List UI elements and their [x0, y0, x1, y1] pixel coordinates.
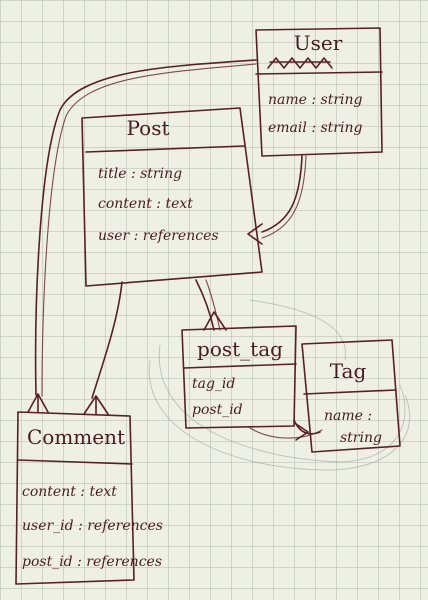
relation-user-comment-2 — [41, 63, 257, 397]
post-tag-attr-post-id: post_id — [192, 402, 243, 418]
comment-attr-user-id: user_id : references — [22, 518, 163, 534]
user-attr-email: email : string — [268, 120, 362, 136]
relation-user-comment — [34, 59, 257, 396]
post-tag-box — [181, 325, 297, 429]
tag-attr-name: name : — [324, 408, 372, 424]
tag-header-divider — [303, 389, 397, 395]
comment-box — [15, 411, 135, 585]
faint-loop-1 — [148, 359, 411, 471]
user-header-divider — [255, 71, 383, 75]
relation-post-posttag — [195, 279, 215, 331]
post-tag-header-divider — [183, 363, 297, 369]
comment-attr-post-id: post_id : references — [22, 554, 162, 570]
crowfoot-posttag-tag — [295, 423, 309, 441]
crowfoot-posttag-post — [203, 311, 227, 331]
crowfoot-comment-user — [27, 393, 49, 413]
user-title: User — [294, 31, 343, 55]
comment-header-divider — [17, 459, 133, 465]
post-header-divider — [85, 145, 245, 153]
post-tag-title: post_tag — [197, 337, 283, 361]
post-attr-title: title : string — [98, 166, 182, 182]
post-box — [81, 107, 263, 287]
comment-attr-content: content : text — [22, 484, 117, 500]
post-attr-user: user : references — [98, 228, 219, 244]
post-tag-attr-tag-id: tag_id — [192, 376, 235, 392]
relation-post-comment — [91, 281, 123, 399]
crowfoot-post-user — [247, 223, 263, 245]
comment-entity: Comment content : text user_id : referen… — [15, 411, 163, 585]
tag-box — [301, 339, 401, 453]
relation-user-post-2 — [261, 155, 307, 239]
user-scribble — [267, 57, 333, 69]
faint-loop-2 — [158, 344, 406, 463]
post-title: Post — [127, 116, 170, 140]
post-attr-content: content : text — [98, 196, 193, 212]
tag-attr-type: string — [340, 430, 382, 446]
relation-posttag-tag-2 — [249, 427, 323, 439]
comment-title: Comment — [27, 425, 125, 449]
user-attr-name: name : string — [268, 92, 363, 108]
relation-user-post — [261, 155, 303, 233]
relation-post-posttag-2 — [205, 279, 221, 331]
tag-entity: Tag name : string — [301, 339, 401, 453]
post-tag-entity: post_tag tag_id post_id — [181, 325, 297, 429]
user-entity: User name : string email : string — [255, 27, 383, 157]
faint-loop-3 — [249, 299, 347, 361]
post-entity: Post title : string content : text user … — [81, 107, 263, 287]
crowfoot-comment-post — [83, 395, 109, 415]
user-box — [255, 27, 383, 157]
tag-title: Tag — [330, 359, 367, 383]
